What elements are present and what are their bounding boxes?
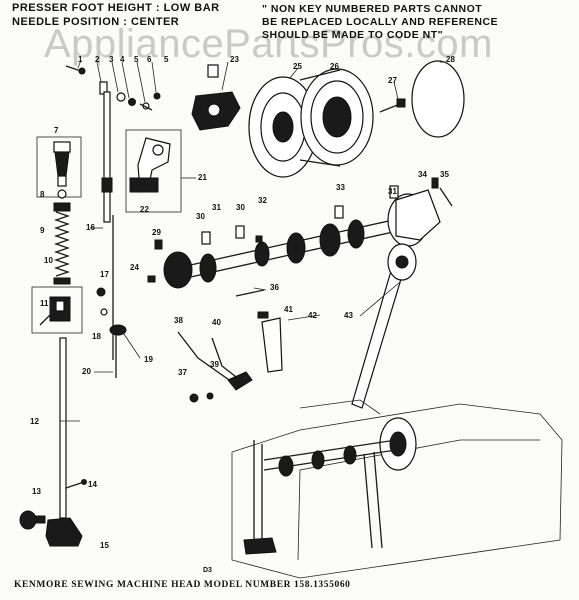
part-1-screw xyxy=(65,65,86,75)
notice-line-1: " NON KEY NUMBERED PARTS CANNOT xyxy=(262,3,483,15)
part-16-presser-bar xyxy=(101,91,114,360)
part-label: 1 xyxy=(78,55,83,64)
part-label: 9 xyxy=(40,226,45,235)
part-7-assembly-box xyxy=(36,136,82,198)
part-label: 34 xyxy=(418,170,427,179)
part-label: 30 xyxy=(236,203,245,212)
part-label: 43 xyxy=(344,311,353,320)
leader-lines xyxy=(60,59,446,422)
part-label: 29 xyxy=(152,228,161,237)
part-label: 6 xyxy=(147,55,152,64)
part-36-screw xyxy=(235,289,265,297)
part-label: 11 xyxy=(40,299,49,308)
part-label: 3 xyxy=(109,55,114,64)
notice-line-2: BE REPLACED LOCALLY AND REFERENCE xyxy=(262,16,499,28)
part-label: 35 xyxy=(440,170,449,179)
header-presser-foot-height: PRESSER FOOT HEIGHT : LOW BAR xyxy=(12,2,220,14)
part-12-presser-bar xyxy=(59,337,67,519)
watermark: AppliancePartsPros.com xyxy=(44,22,493,66)
notice-line-3: SHOULD BE MADE TO CODE NT" xyxy=(262,29,444,41)
machine-head-outline xyxy=(231,399,563,579)
part-label: 4 xyxy=(120,55,125,64)
part-label: 13 xyxy=(32,487,41,496)
parts-29-33-small-screws xyxy=(147,185,399,283)
parts-34-35-shaft-end xyxy=(395,177,453,241)
part-label: 33 xyxy=(336,183,345,192)
parts-41-42-plate xyxy=(257,311,283,373)
part-8-washer xyxy=(57,189,67,199)
part-label: 23 xyxy=(230,55,239,64)
part-label: 28 xyxy=(446,55,455,64)
diagram-code: D3 xyxy=(203,567,212,574)
footer-model-number: KENMORE SEWING MACHINE HEAD MODEL NUMBER… xyxy=(14,580,351,590)
parts-37-40-levers xyxy=(177,331,253,403)
part-label: 2 xyxy=(95,55,100,64)
part-label: 37 xyxy=(178,368,187,377)
part-label: 18 xyxy=(92,332,101,341)
part-23-link xyxy=(191,64,241,131)
part-label: 17 xyxy=(100,270,109,279)
part-14-screw xyxy=(65,479,87,489)
part-label: 15 xyxy=(100,541,109,550)
part-label: 32 xyxy=(258,196,267,205)
part-9-spring xyxy=(53,202,71,285)
part-label: 26 xyxy=(330,62,339,71)
part-label: 36 xyxy=(270,283,279,292)
part-label: 5 xyxy=(134,55,139,64)
part-label: 27 xyxy=(388,76,397,85)
header-needle-position: NEEDLE POSITION : CENTER xyxy=(12,16,180,28)
part-label: 5 xyxy=(164,55,169,64)
part-label: 16 xyxy=(86,223,95,232)
part-label: 8 xyxy=(40,190,45,199)
part-26-clutch-wheel xyxy=(299,68,374,167)
part-10-presser-guide-box xyxy=(31,286,83,334)
part-label: 31 xyxy=(212,203,221,212)
part-label: 12 xyxy=(30,417,39,426)
part-label: 20 xyxy=(82,367,91,376)
part-13-thumb-screw xyxy=(19,510,46,530)
part-label: 41 xyxy=(284,305,293,314)
part-label: 39 xyxy=(210,360,219,369)
part-label: 24 xyxy=(130,263,139,272)
part-label: 25 xyxy=(293,62,302,71)
part-label: 7 xyxy=(54,126,59,135)
part-label: 42 xyxy=(308,311,317,320)
part-label: 38 xyxy=(174,316,183,325)
part-label: 19 xyxy=(144,355,153,364)
part-label: 21 xyxy=(198,173,207,182)
part-label: 30 xyxy=(196,212,205,221)
parts-17-20-needle-clamp xyxy=(96,287,127,378)
part-label: 40 xyxy=(212,318,221,327)
part-43-connecting-rod xyxy=(351,243,417,409)
parts-2-6-hardware xyxy=(99,81,161,111)
part-label: 14 xyxy=(88,480,97,489)
part-label: 31 xyxy=(388,187,397,196)
part-15-presser-foot xyxy=(45,517,83,547)
part-27-screw xyxy=(379,98,406,113)
part-label: 10 xyxy=(44,256,53,265)
part-21-takeup-lever-box xyxy=(125,129,182,213)
part-28-gasket xyxy=(411,60,465,138)
part-label: 22 xyxy=(140,205,149,214)
